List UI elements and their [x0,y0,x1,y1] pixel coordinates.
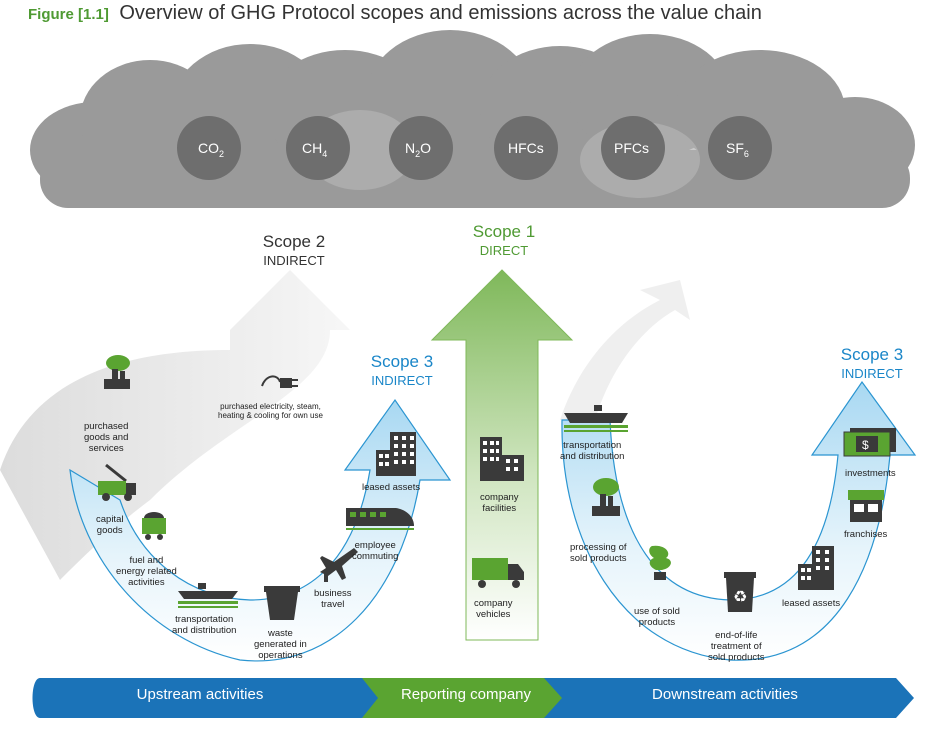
company-truck-icon [472,558,524,588]
label-fuel-energy: fuel and energy related activities [116,555,177,588]
svg-text:PFCs: PFCs [614,140,649,156]
band-downstream: Downstream activities [652,686,798,703]
svg-text:N2O: N2O [405,140,431,159]
scope3-downstream-sub: INDIRECT [841,366,903,381]
label-employee-commuting: employee commuting [352,540,399,562]
downstream-faint-arrow [560,280,690,420]
scope2-arrow [0,270,350,580]
scope3-downstream-label: Scope 3 [840,345,904,364]
scope1-title: Scope 1 DIRECT [458,222,550,260]
ship-icon [178,583,238,608]
svg-text:HFCs: HFCs [508,140,544,156]
value-chain-band [32,678,914,718]
money-icon: $ [843,428,896,457]
waste-bin-icon [264,586,300,620]
gas-ch4: CH4 [286,116,350,180]
label-company-vehicles: company vehicles [474,598,513,620]
svg-text:CH4: CH4 [302,140,327,159]
lightbulb-icon [649,545,671,580]
electric-plug-icon [261,375,298,388]
train-icon [346,508,414,530]
gas-sf6: SF6 [708,116,772,180]
label-franchises: franchises [844,529,888,540]
office-building-icon [376,432,416,476]
label-company-facilities: company facilities [480,492,519,514]
svg-text:♻: ♻ [733,587,747,606]
processing-factory-icon [592,478,620,516]
label-business-travel: business travel [314,588,352,610]
label-transport-downstream: transportation and distribution [560,440,625,462]
figure-title-text: Overview of GHG Protocol scopes and emis… [119,2,762,24]
coal-cart-icon [142,512,166,540]
scope2-title: Scope 2 INDIRECT [248,232,340,270]
leased-building-icon [798,546,834,590]
crane-truck-icon [98,463,136,501]
scope3-upstream-sub: INDIRECT [371,373,433,388]
label-waste: waste generated in operations [254,628,307,661]
scope3-downstream-title: Scope 3 INDIRECT [826,345,918,383]
ship-icon-downstream [564,405,628,432]
svg-text:$: $ [862,438,869,452]
label-end-of-life: end-of-life treatment of sold products [708,630,765,663]
svg-text:SF6: SF6 [726,140,749,159]
emissions-cloud [30,30,915,208]
label-capital-goods: capital goods [96,514,124,536]
label-leased-assets-upstream: leased assets [362,482,421,493]
scope2-sub: INDIRECT [263,253,325,268]
label-transport-upstream: transportation and distribution [172,614,237,636]
svg-text:CO2: CO2 [198,140,224,159]
band-upstream: Upstream activities [136,686,264,703]
gas-co2: CO2 [177,116,241,180]
airplane-icon [320,548,358,582]
gas-pfcs: PFCs [601,116,665,180]
scope3-upstream-title: Scope 3 INDIRECT [356,352,448,390]
label-processing: processing of sold products [570,542,627,564]
label-leased-assets-downstream: leased assets [782,598,841,609]
label-use-sold: use of sold products [634,606,680,628]
label-purchased-goods: purchased goods and services [84,421,129,454]
scope3-upstream-label: Scope 3 [370,352,434,371]
figure-label: Figure [1.1] [28,6,109,23]
label-investments: investments [845,468,896,479]
figure-title: Figure [1.1] Overview of GHG Protocol sc… [28,2,762,25]
company-facilities-icon [480,437,524,481]
scope2-label: Scope 2 [262,232,326,251]
recycle-bin-icon: ♻ [724,572,756,612]
scope1-label: Scope 1 [472,222,536,241]
factory-icon [104,355,130,389]
gas-hfcs: HFCs [494,116,558,180]
store-icon [848,490,884,522]
label-purchased-electricity: purchased electricity, steam, heating & … [218,402,323,420]
band-reporting: Reporting company [400,686,532,703]
gas-n2o: N2O [389,116,453,180]
scope1-sub: DIRECT [479,243,529,258]
